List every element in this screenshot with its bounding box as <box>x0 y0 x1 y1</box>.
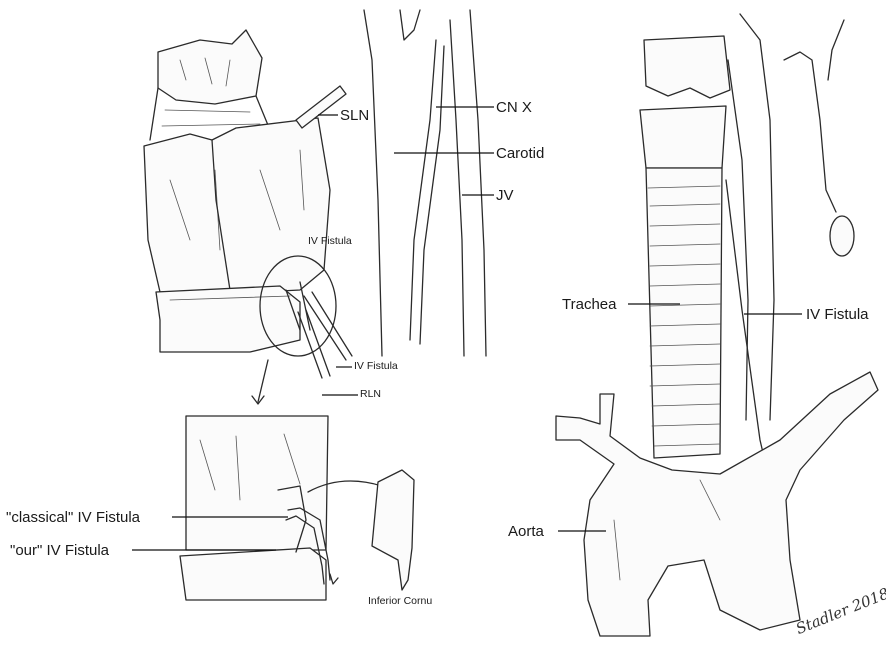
neck-vessels-drawing <box>364 10 486 356</box>
label-our-iv-fistula: "our" IV Fistula <box>10 543 109 558</box>
label-sln: SLN <box>340 108 369 123</box>
label-inferior-cornu: Inferior Cornu <box>368 596 432 607</box>
label-iv-fistula-mid: IV Fistula <box>354 361 398 372</box>
label-rln: RLN <box>360 389 381 400</box>
label-iv-fistula-right: IV Fistula <box>806 307 869 322</box>
detail-inset-drawing <box>180 416 414 600</box>
label-trachea: Trachea <box>562 297 616 312</box>
label-jv: JV <box>496 188 514 203</box>
label-iv-fistula-top: IV Fistula <box>308 236 352 247</box>
label-aorta: Aorta <box>508 524 544 539</box>
label-classical-iv-fistula: "classical" IV Fistula <box>6 510 140 525</box>
mediastinum-drawing <box>556 14 878 636</box>
larynx-drawing <box>144 30 352 404</box>
label-carotid: Carotid <box>496 146 544 161</box>
label-cn-x: CN X <box>496 100 532 115</box>
